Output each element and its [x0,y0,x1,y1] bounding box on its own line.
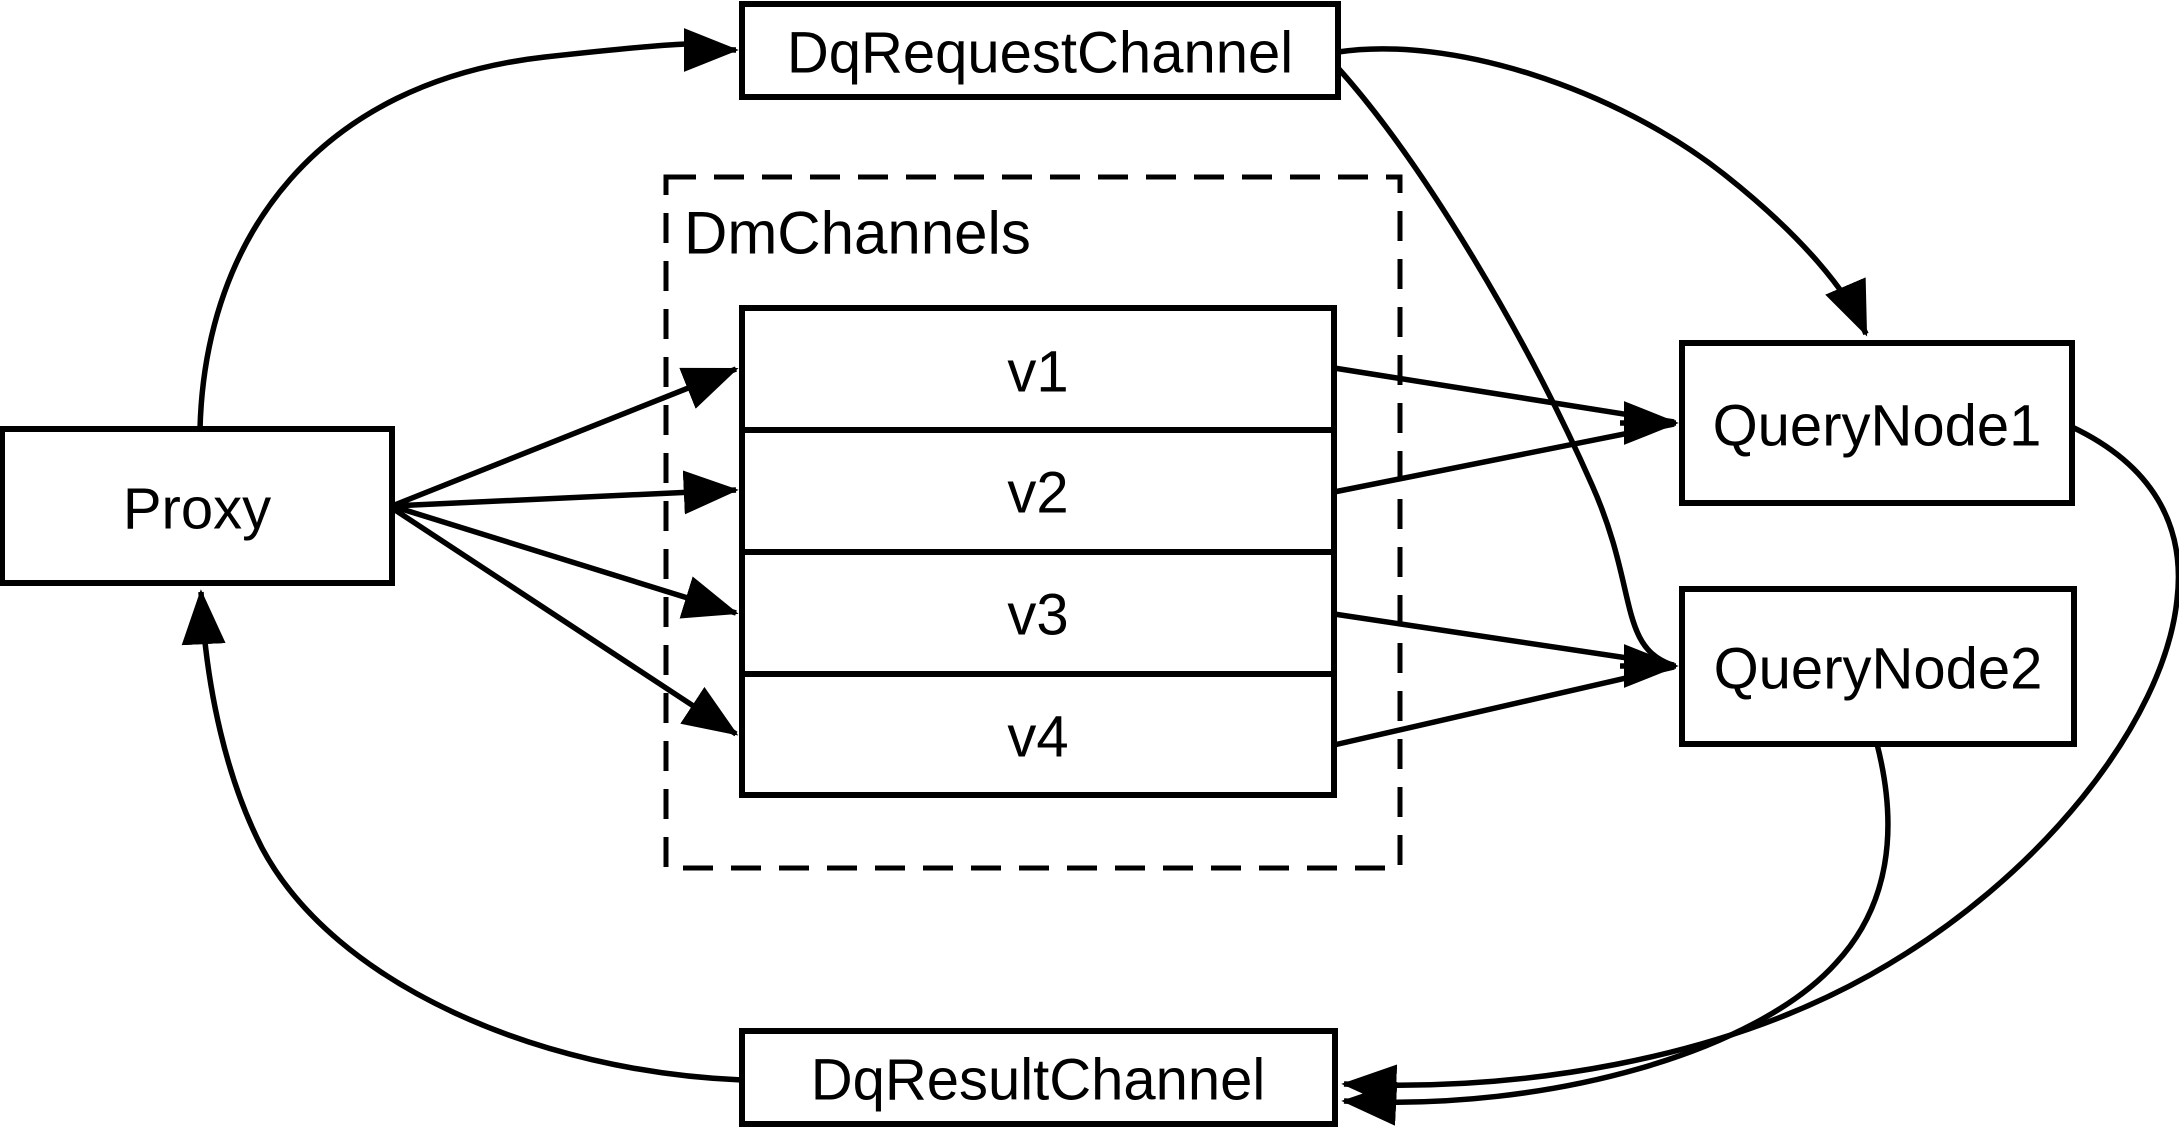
request-channel-label: DqRequestChannel [787,21,1293,86]
node-querynode2: QueryNode2 [1679,586,2077,747]
edge-request-channel-to-querynode2 [1335,66,1673,668]
node-querynode1: QueryNode1 [1679,340,2075,506]
edge-querynode1-to-result-channel [1341,424,2179,1109]
edge-v3-to-querynode2 [1333,611,1675,668]
group-dm-channels: DmChannels [663,174,1403,871]
channel-v1-label: v1 [1007,340,1068,405]
channel-v4-label: v4 [1007,705,1068,770]
node-request-channel: DqRequestChannel [739,1,1341,100]
querynode1-label: QueryNode1 [1713,394,2042,459]
request-channel-box [739,1,1341,100]
edge-proxy-to-request-channel [197,27,739,430]
edge-v2-to-querynode1 [1333,421,1675,495]
edge-request-channel-to-querynode1 [1337,46,1869,337]
proxy-box [0,426,395,586]
edge-result-channel-to-proxy [181,589,743,1083]
dm-channels-group-label: DmChannels [684,200,1031,267]
result-channel-label: DqResultChannel [811,1048,1266,1113]
proxy-label: Proxy [123,477,271,542]
node-proxy: Proxy [0,426,395,586]
edge-proxy-to-v4 [390,505,739,737]
querynode1-box [1679,340,2075,506]
edge-proxy-to-v3 [391,503,739,619]
querynode2-box [1679,586,2077,747]
channel-v3-label: v3 [1007,583,1068,648]
dm-channel-stack: v1 v2 v3 v4 [739,305,1337,798]
result-channel-box [739,1028,1338,1127]
edge-querynode2-to-result-channel [1341,743,1891,1126]
dm-channels-dashed-border [663,174,1403,871]
edge-v1-to-querynode1 [1333,365,1675,425]
edge-v4-to-querynode2 [1333,664,1675,748]
channel-v2-label: v2 [1007,461,1068,526]
edge-proxy-to-v1 [390,366,739,509]
querynode2-label: QueryNode2 [1714,637,2043,702]
node-result-channel: DqResultChannel [739,1028,1338,1127]
edge-proxy-to-v2 [391,470,739,515]
